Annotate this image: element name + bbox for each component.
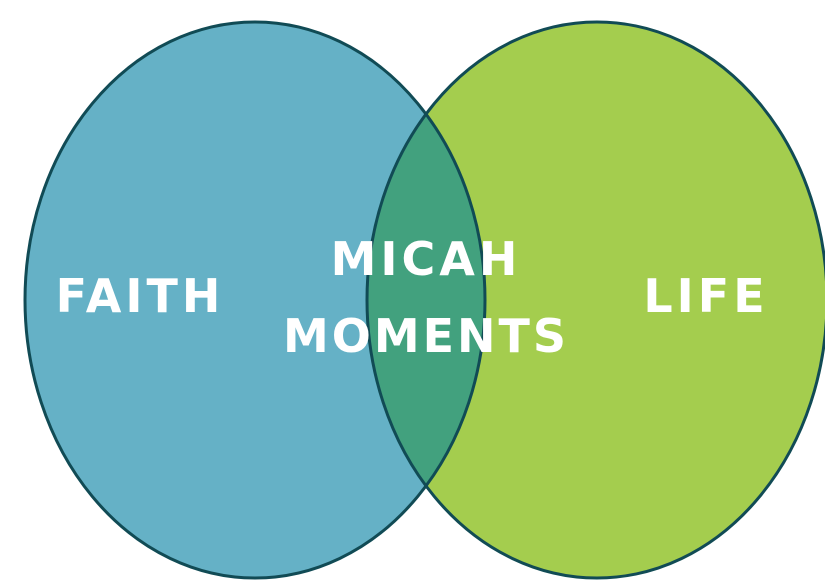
faith-circle-outline [23,20,487,580]
faith-label: FAITH [56,269,225,323]
faith-circle [25,22,485,578]
overlap-label-line2: MOMENTS [283,309,569,363]
overlap-label-line1: MICAH [331,232,522,286]
life-circle [367,22,825,578]
life-label: LIFE [643,269,768,323]
life-circle-outline [365,20,825,580]
